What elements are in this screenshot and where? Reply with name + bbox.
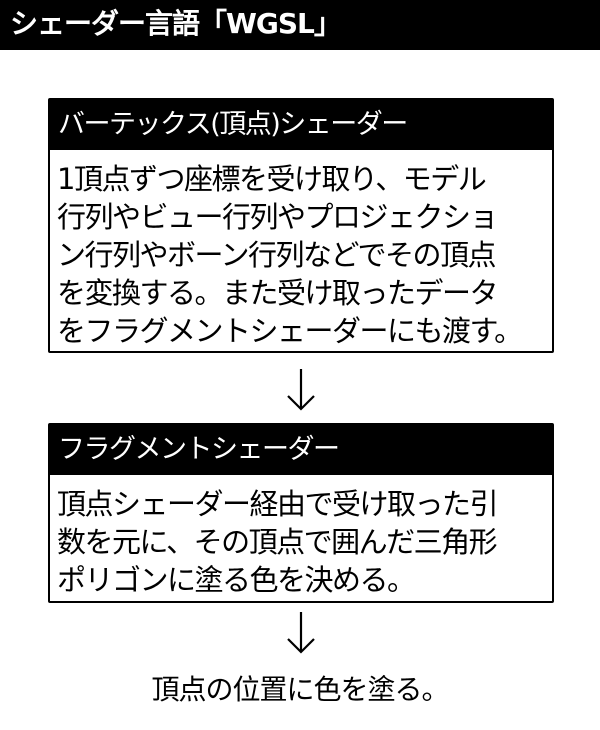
description-line: 行列やビュー行列やプロジェクショ [57,200,499,234]
fragment-shader-heading: フラグメントシェーダー [58,434,340,465]
description-line: 数を元に、その頂点で囲んだ三角形 [57,525,498,559]
description-line: を変換する。また受け取ったデータ [57,276,499,310]
vertex-shader-box: バーテックス(頂点)シェーダー 1頂点ずつ座標を受け取り、モデル 行列やビュー行… [48,98,554,353]
description-line: 1頂点ずつ座標を受け取り、モデル [57,162,487,196]
title-bar: シェーダー言語「WGSL」 [0,0,600,50]
result-text: 頂点の位置に色を塗る。 [151,673,449,706]
page-title: シェーダー言語「WGSL」 [10,7,342,40]
down-arrow-icon [287,369,315,411]
down-arrow-icon [287,612,315,654]
vertex-shader-header: バーテックス(頂点)シェーダー [50,100,552,150]
description-line: 頂点シェーダー経由で受け取った引 [57,487,499,521]
description-line: ポリゴンに塗る色を決める。 [57,563,416,597]
description-line: をフラグメントシェーダーにも渡す。 [57,314,523,348]
fragment-shader-description: 頂点シェーダー経由で受け取った引 数を元に、その頂点で囲んだ三角形 ポリゴンに塗… [50,475,552,599]
fragment-shader-header: フラグメントシェーダー [50,425,552,475]
description-line: ン行列やボーン行列などでその頂点 [57,238,496,272]
vertex-shader-description: 1頂点ずつ座標を受け取り、モデル 行列やビュー行列やプロジェクショ ン行列やボー… [50,150,552,350]
vertex-shader-heading: バーテックス(頂点)シェーダー [58,109,408,140]
fragment-shader-box: フラグメントシェーダー 頂点シェーダー経由で受け取った引 数を元に、その頂点で囲… [48,423,554,603]
